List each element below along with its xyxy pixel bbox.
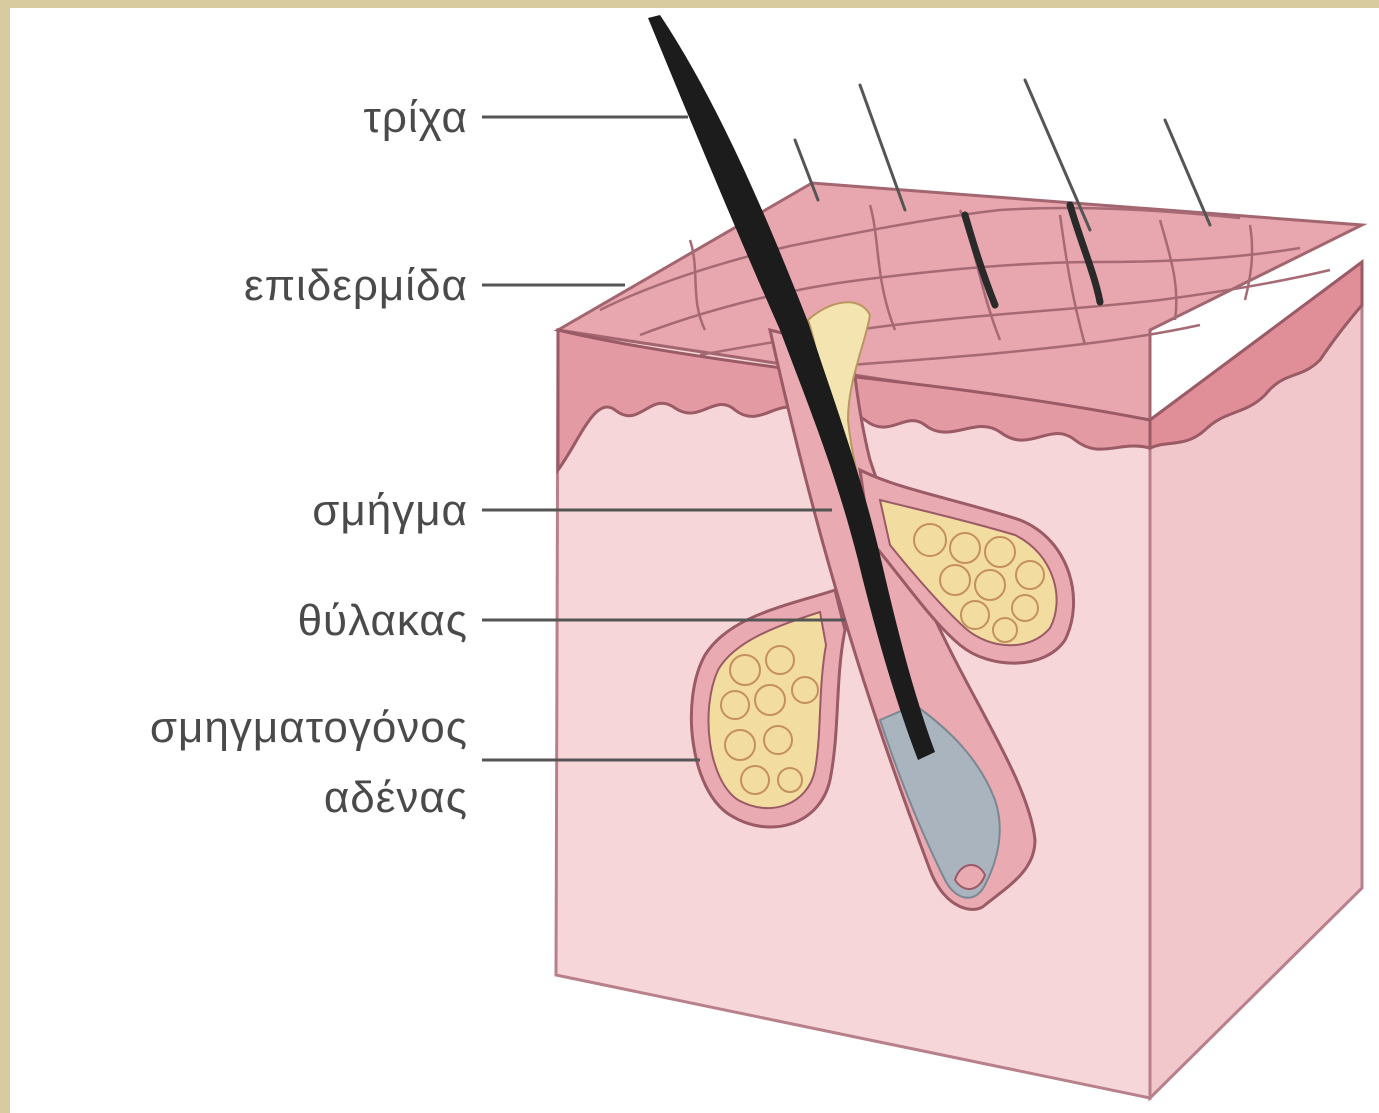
label-hair: τρίχα — [363, 93, 468, 142]
frame-top — [0, 0, 1379, 8]
frame-left — [0, 0, 10, 1113]
label-sebum: σμήγμα — [312, 486, 468, 535]
label-sebaceous-gland-line1: σμηγματογόνος — [150, 703, 468, 752]
label-epidermis: επιδερμίδα — [244, 261, 468, 310]
label-follicle: θύλακας — [298, 596, 468, 645]
label-sebaceous-gland-line2: αδένας — [324, 773, 468, 822]
